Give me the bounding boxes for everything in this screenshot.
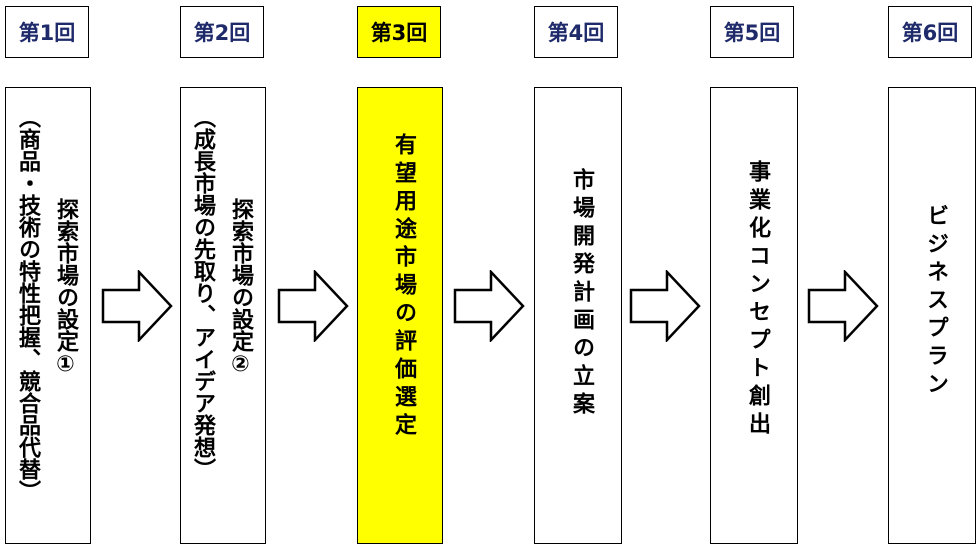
step-box-4: 市場開発計画の立案	[534, 87, 622, 544]
step-label-6: 第6回	[888, 6, 972, 58]
right-arrow-icon	[277, 270, 349, 342]
step-2-subtitle: （成長市場の先取り、アイデア発想）	[190, 106, 215, 480]
step-box-2: （成長市場の先取り、アイデア発想） 探索市場の設定②	[180, 87, 266, 544]
step-1-title: 探索市場の設定①	[53, 198, 78, 377]
right-arrow-icon	[629, 270, 701, 342]
step-label-2: 第2回	[180, 6, 264, 58]
step-box-6: ビジネスプラン	[888, 87, 976, 544]
step-6-title: ビジネスプラン	[923, 204, 948, 400]
step-label-4: 第4回	[534, 6, 618, 58]
right-arrow-icon	[453, 270, 525, 342]
step-4-title: 市場開発計画の立案	[569, 168, 594, 420]
step-box-3: 有望用途市場の評価選定	[357, 87, 443, 544]
step-box-5: 事業化コンセプト創出	[710, 87, 798, 544]
step-2-title: 探索市場の設定②	[228, 198, 253, 377]
right-arrow-icon	[807, 270, 879, 342]
step-box-1: （商品・技術の特性把握、競合品代替） 探索市場の設定①	[5, 87, 91, 544]
step-1-subtitle: （商品・技術の特性把握、競合品代替）	[15, 106, 40, 502]
right-arrow-icon	[101, 270, 173, 342]
step-label-5: 第5回	[710, 6, 794, 58]
step-label-1: 第1回	[5, 6, 89, 58]
step-label-3: 第3回	[357, 6, 441, 58]
step-3-title: 有望用途市場の評価選定	[391, 133, 416, 441]
step-5-title: 事業化コンセプト創出	[745, 160, 770, 440]
